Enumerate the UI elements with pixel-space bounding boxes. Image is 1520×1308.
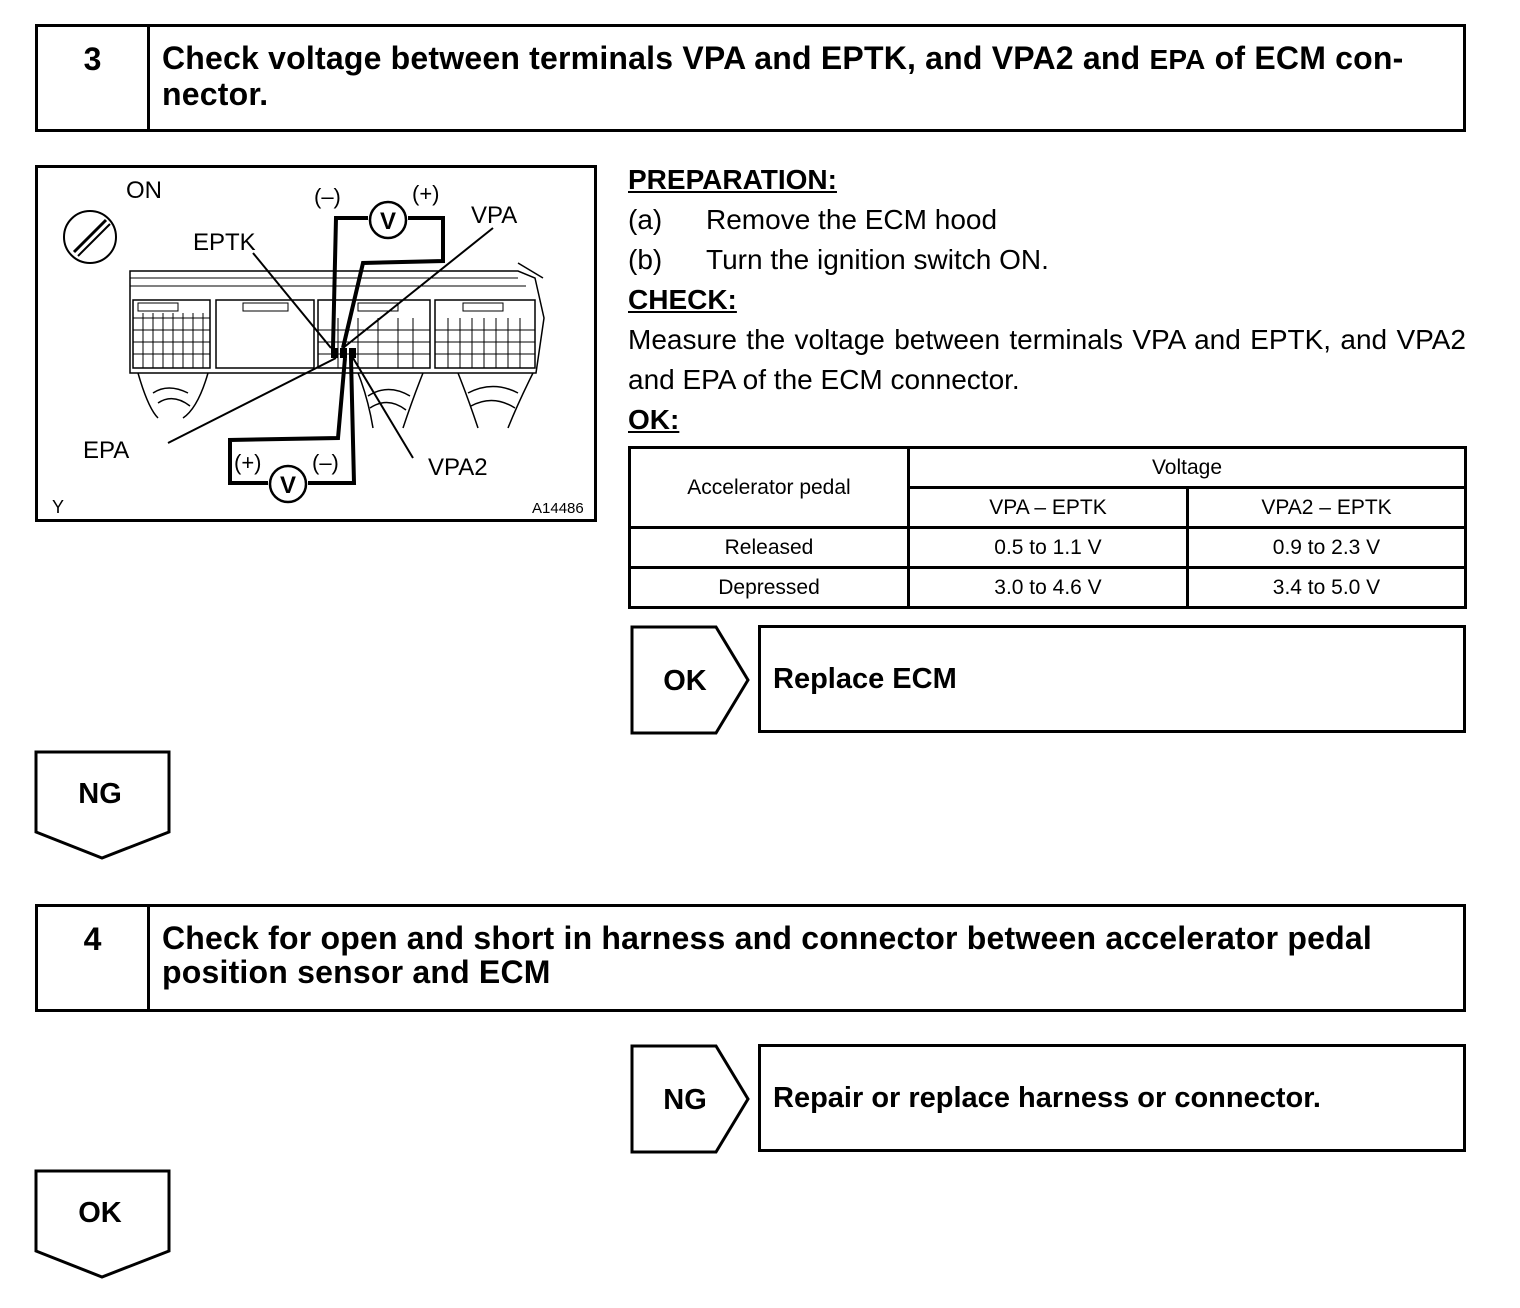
preparation-heading: PREPARATION: — [628, 164, 837, 195]
ok-label: OK — [663, 665, 707, 697]
step-number: 4 — [38, 907, 150, 1009]
table-row: Released 0.5 to 1.1 V 0.9 to 2.3 V — [628, 526, 1467, 569]
plus-label: (+) — [234, 450, 262, 475]
voltmeter-bottom-icon — [268, 464, 308, 504]
table-header-pedal: Accelerator pedal — [628, 446, 910, 529]
vpa2-label: VPA2 — [428, 454, 488, 481]
check-text: Measure the voltage between terminals VP… — [628, 324, 1466, 395]
ok-label: OK — [78, 1197, 122, 1229]
table-header-vpa2: VPA2 – EPTK — [1186, 486, 1467, 529]
prep-step: (b) Turn the ignition switch ON. — [628, 244, 1049, 275]
vpa-label: VPA — [471, 202, 517, 229]
table-row: Depressed 3.0 to 4.6 V 3.4 to 5.0 V — [628, 566, 1467, 609]
step-4-header: 4 Check for open and short in harness an… — [35, 904, 1466, 1012]
instructions: PREPARATION: (a) Remove the ECM hood (b)… — [628, 160, 1466, 440]
meter-label: V — [380, 208, 396, 235]
ng-arrow-down: NG — [34, 750, 171, 860]
on-label: ON — [126, 177, 162, 204]
table-header-vpa: VPA – EPTK — [907, 486, 1189, 529]
plus-label: (+) — [412, 181, 440, 206]
corner-code-left: Y — [52, 497, 64, 517]
repair-harness-box: Repair or replace harness or connector. — [758, 1044, 1466, 1152]
replace-ecm-box: Replace ECM — [758, 625, 1466, 733]
meter-label: V — [280, 472, 296, 499]
step-number: 3 — [38, 27, 150, 129]
ignition-switch-icon — [63, 210, 117, 264]
ok-arrow-down: OK — [34, 1169, 171, 1279]
minus-label: (–) — [314, 184, 341, 209]
step-title: Check for open and short in harness and … — [162, 920, 1372, 990]
ok-heading: OK: — [628, 404, 680, 435]
table-header-voltage: Voltage — [907, 446, 1467, 489]
diagram-drawing: V V ON EPTK VPA EPA VPA2 (–) (+) (+) (–)… — [52, 177, 584, 517]
minus-label: (–) — [312, 450, 339, 475]
ng-arrow-right: NG — [630, 1044, 750, 1154]
ng-label: NG — [663, 1084, 707, 1116]
eptk-label: EPTK — [193, 229, 256, 256]
step-3-header: 3 Check voltage between terminals VPA an… — [35, 24, 1466, 132]
prep-step: (a) Remove the ECM hood — [628, 204, 998, 235]
epa-label: EPA — [83, 437, 129, 464]
figure-code: A14486 — [532, 500, 584, 517]
result-text: Repair or replace harness or connector. — [773, 1081, 1321, 1114]
voltmeter-top-icon — [368, 200, 408, 240]
voltage-spec-table: Accelerator pedal Voltage VPA – EPTK VPA… — [628, 446, 1467, 609]
step-title: Check voltage between terminals VPA and … — [162, 40, 1404, 112]
ecm-connector-diagram: V V ON EPTK VPA EPA VPA2 (–) (+) (+) (–)… — [35, 165, 597, 522]
ok-arrow-right: OK — [630, 625, 750, 735]
result-text: Replace ECM — [773, 662, 957, 695]
ng-label: NG — [78, 778, 122, 810]
check-heading: CHECK: — [628, 284, 737, 315]
